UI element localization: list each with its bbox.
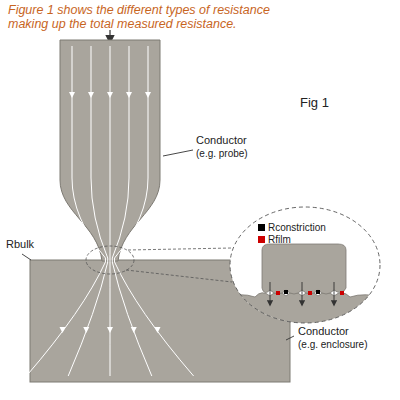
zoom-outline: [230, 207, 380, 323]
figure-heading: Figure 1 shows the different types of re…: [8, 3, 308, 31]
legend-row: Rconstriction: [258, 221, 326, 233]
zoom-leader: [128, 248, 232, 250]
zoom-leader: [126, 270, 232, 282]
part-note: (e.g. probe): [196, 148, 248, 159]
leader-line: [163, 150, 193, 156]
current-lines: [26, 46, 193, 376]
part-name: Conductor: [298, 325, 349, 337]
resistance-label: Rbulk: [6, 238, 34, 250]
leader-line: [286, 336, 294, 340]
figure-number: Fig 1: [300, 95, 329, 110]
legend: RconstrictionRfilm: [258, 221, 326, 245]
legend-swatch: [258, 236, 265, 243]
legend-row: Rfilm: [258, 233, 326, 245]
legend-text: Rfilm: [268, 234, 291, 245]
leader-line: [22, 254, 31, 260]
part-note: (e.g. enclosure): [298, 339, 367, 350]
zoom-detail: [225, 244, 385, 330]
legend-text: Rconstriction: [268, 222, 326, 233]
part-name: Conductor: [196, 134, 247, 146]
legend-swatch: [258, 224, 265, 231]
